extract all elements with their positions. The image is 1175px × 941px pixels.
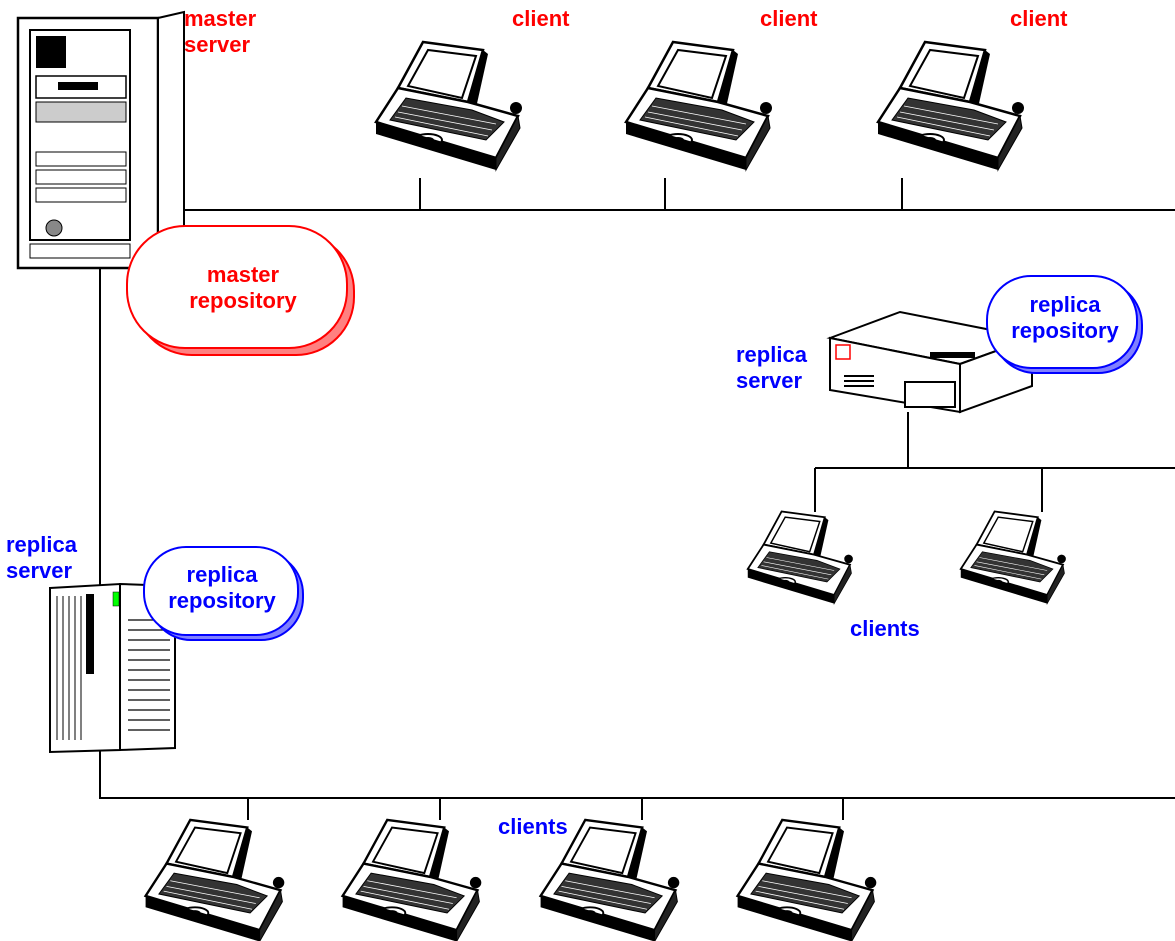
- master-server-label: master server: [184, 6, 257, 57]
- laptop-icon: [341, 818, 483, 941]
- client-label: client: [1010, 6, 1068, 31]
- laptop-icon: [374, 40, 524, 172]
- bottom-clients-label: clients: [498, 814, 568, 839]
- right-replica-server-label: replica server: [736, 342, 807, 393]
- master-server-icon: [16, 10, 186, 270]
- laptop-icon: [876, 40, 1026, 172]
- master-repository-cloud: [126, 225, 355, 356]
- left-replica-repository-label: replica repository: [168, 562, 276, 613]
- right-replica-repository-label: replica repository: [1011, 292, 1119, 343]
- right-clients-label: clients: [850, 616, 920, 641]
- left-replica-server-label: replica server: [6, 532, 77, 583]
- left-replica-repository-cloud: [143, 546, 304, 641]
- laptop-icon: [144, 818, 286, 941]
- master-repository-label: master repository: [189, 262, 297, 313]
- client-label: client: [760, 6, 818, 31]
- laptop-icon: [736, 818, 878, 941]
- network-lines: [99, 178, 1175, 820]
- right-replica-repository-cloud: [986, 275, 1143, 374]
- client-label: client: [512, 6, 570, 31]
- laptop-icon: [748, 511, 853, 603]
- laptop-icon: [624, 40, 774, 172]
- laptop-icon: [961, 511, 1066, 603]
